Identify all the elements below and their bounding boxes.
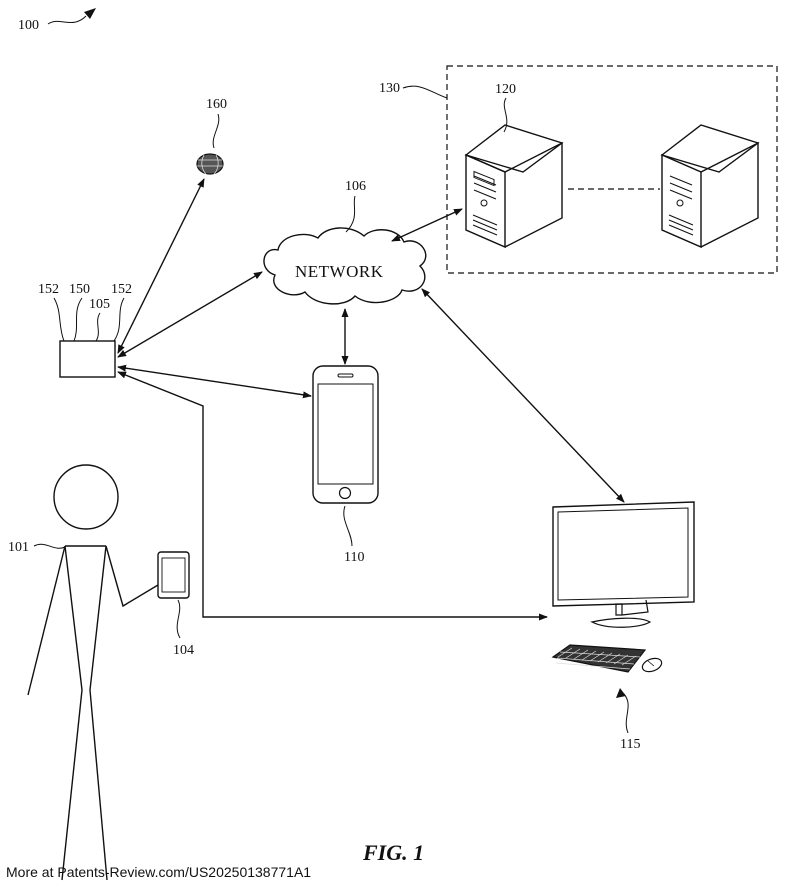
- system-ref-group: 100: [18, 8, 96, 33]
- hub-device-leader: [96, 313, 100, 341]
- computer-leader-arrowhead: [616, 688, 626, 698]
- computer-leader: [624, 694, 628, 733]
- user-ref-label: 101: [8, 540, 29, 555]
- mouse-icon: [641, 656, 664, 674]
- server-tower-icon-2: [662, 125, 758, 247]
- user-device-icon: [158, 552, 189, 598]
- server-tower-icon: [466, 125, 562, 247]
- globe-icon: [197, 154, 223, 174]
- computer-group: 115: [553, 502, 694, 752]
- hub-port-right-leader: [114, 298, 124, 341]
- phone-screen: [318, 384, 373, 484]
- network-computer-arrow: [422, 289, 624, 502]
- hub-device-ref-label: 105: [89, 297, 110, 312]
- server-ref-label: 120: [495, 82, 516, 97]
- hub-port-left-leader: [54, 298, 64, 341]
- server-group: 130 120: [379, 66, 777, 273]
- user-head: [54, 465, 118, 529]
- satellite-ref-label: 160: [206, 97, 227, 112]
- user-right-arm: [106, 546, 158, 606]
- server-group-leader-line: [403, 86, 447, 98]
- mobile-phone-leader: [344, 506, 352, 546]
- mobile-phone-ref-label: 110: [344, 550, 364, 565]
- satellite-group: 160: [197, 97, 227, 174]
- hub-device-group: 152 150 152 105: [38, 282, 132, 377]
- network-leader-line: [346, 196, 355, 232]
- hub-port-right-ref-label: 152: [111, 282, 132, 297]
- network-server-arrow: [392, 209, 462, 241]
- mobile-phone-group: 110: [313, 366, 378, 565]
- hub-phone-arrow: [118, 367, 311, 396]
- system-leader-line: [48, 16, 86, 24]
- hub-body-leader: [74, 298, 82, 341]
- user-left-arm: [28, 546, 65, 695]
- server-group-ref-label: 130: [379, 81, 400, 96]
- network-cloud: NETWORK 106: [264, 179, 426, 304]
- hub-network-arrow: [118, 272, 262, 357]
- server-group-dashed-box: [447, 66, 777, 273]
- server-leader-line: [504, 98, 507, 132]
- user-device-ref-label: 104: [173, 643, 194, 658]
- monitor-icon: [553, 502, 694, 627]
- user-right-body-leg: [90, 546, 107, 880]
- figure-caption: FIG. 1: [362, 840, 424, 865]
- hub-body-ref-label: 150: [69, 282, 90, 297]
- satellite-leader-line: [213, 114, 219, 148]
- network-label: NETWORK: [295, 262, 384, 281]
- hub-satellite-arrow: [118, 179, 204, 353]
- user-figure: 101 104: [8, 465, 194, 880]
- hub-port-left-ref-label: 152: [38, 282, 59, 297]
- user-leader: [34, 544, 65, 548]
- system-leader-arrowhead: [84, 8, 96, 19]
- source-footer: More at Patents-Review.com/US20250138771…: [6, 864, 311, 880]
- hub-device-box: [60, 341, 115, 377]
- computer-ref-label: 115: [620, 737, 640, 752]
- network-ref-label: 106: [345, 179, 366, 194]
- system-ref-label: 100: [18, 18, 39, 33]
- user-left-body-leg: [62, 546, 82, 880]
- keyboard-icon: [553, 645, 645, 672]
- user-device-leader: [177, 600, 180, 638]
